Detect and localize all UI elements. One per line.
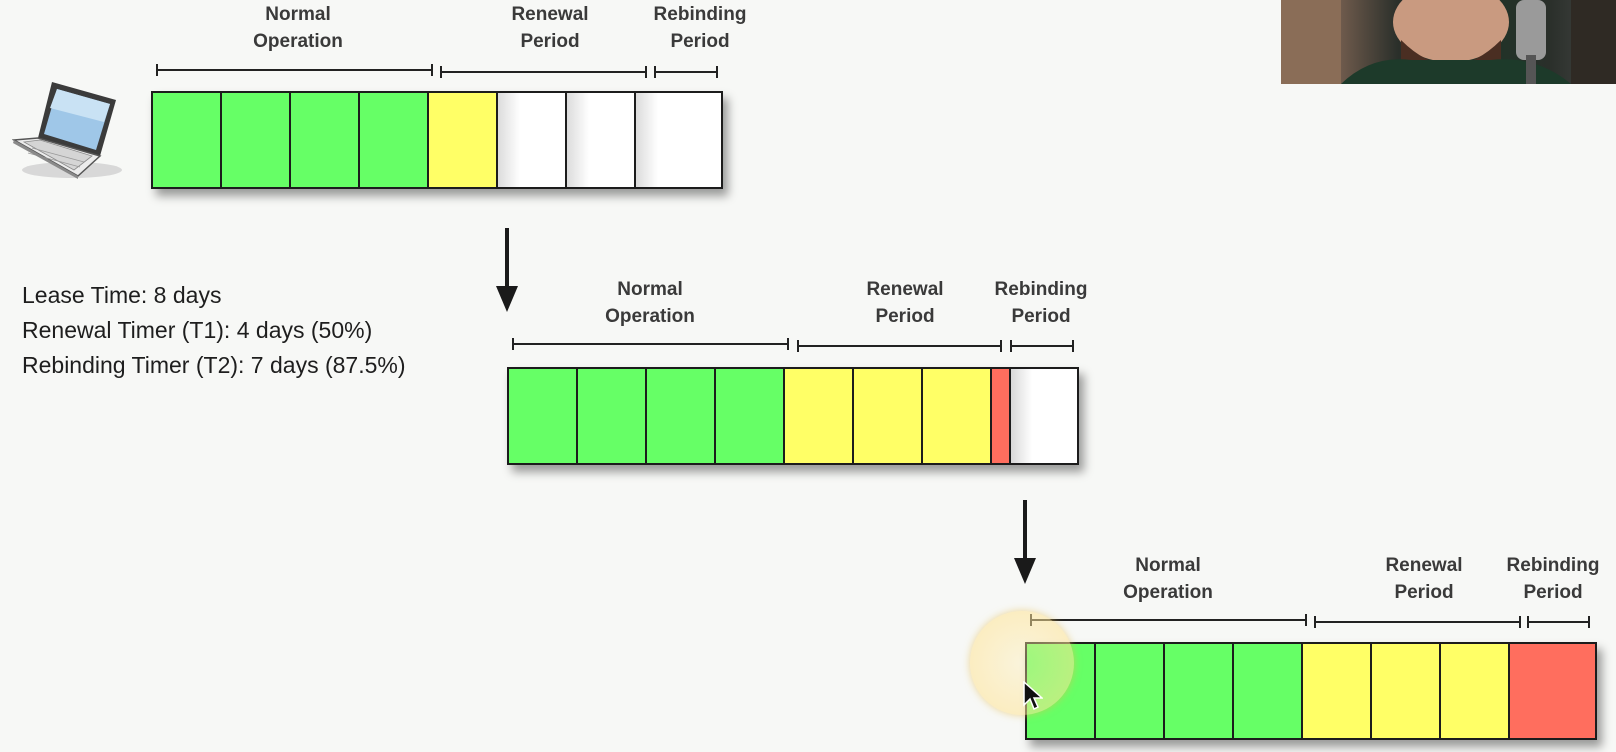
presenter-image [1281,0,1616,84]
renewal-timer-text: Renewal Timer (T1): 4 days (50%) [22,317,373,343]
lease-day-segment-white [498,93,567,187]
down-arrow-icon [496,228,518,312]
normal-operation-bracket [1030,614,1307,626]
webcam-overlay [1281,0,1616,84]
normal-operation-label: Normal Operation [1123,555,1213,603]
renewal-period-bracket [440,66,647,78]
cursor-highlight [970,611,1074,715]
lease-day-segment-yellow [1372,644,1441,738]
lease-day-segment-green [222,93,291,187]
rebinding-timer-text: Rebinding Timer (T2): 7 days (87.5%) [22,352,406,378]
renewal-period-label: Renewal Period [1385,555,1463,603]
lease-day-segment-green [1165,644,1234,738]
lease-day-segment-yellow [1441,644,1510,738]
lease-day-segment-yellow [854,369,923,463]
renewal-period-label: Renewal Period [866,279,944,327]
rebinding-period-label: Rebinding Period [653,4,747,52]
renewal-period-bracket [797,340,1002,352]
lease-day-segment-green [647,369,716,463]
lease-day-segment-expiring [992,369,1077,463]
lease-timer-info: Lease Time: 8 days Renewal Timer (T1): 4… [22,278,406,383]
lease-day-segment-green [509,369,578,463]
lease-day-segment-yellow [429,93,498,187]
renewal-period-label: Renewal Period [511,4,589,52]
lease-timeline-stage-1 [151,91,723,189]
normal-operation-bracket [156,64,433,76]
normal-operation-label: Normal Operation [253,4,343,52]
lease-day-segment-yellow [923,369,992,463]
rebinding-period-label: Rebinding Period [1506,555,1600,603]
normal-operation-bracket [512,338,789,350]
lease-day-segment-red [1510,644,1595,738]
lease-day-segment-white [636,93,721,187]
lease-day-segment-green [360,93,429,187]
lease-day-segment-green [1234,644,1303,738]
lease-day-segment-green [153,93,222,187]
rebinding-period-label: Rebinding Period [994,279,1088,327]
lease-day-segment-green [578,369,647,463]
lease-timeline-stage-2 [507,367,1079,465]
lease-day-segment-green [1096,644,1165,738]
rebinding-period-bracket [1527,616,1590,628]
lease-timeline-stage-3 [1025,642,1597,740]
lease-day-segment-yellow [785,369,854,463]
down-arrow-icon [1014,500,1036,584]
normal-operation-label: Normal Operation [605,279,695,327]
lease-day-segment-green [716,369,785,463]
lease-day-segment-green [291,93,360,187]
renewal-period-bracket [1314,616,1521,628]
laptop-icon [11,78,124,182]
rebinding-period-bracket [1010,340,1074,352]
rebinding-period-bracket [654,66,718,78]
lease-time-text: Lease Time: 8 days [22,282,222,308]
mouse-cursor-icon [1023,680,1044,716]
lease-day-segment-white [567,93,636,187]
lease-day-segment-yellow [1303,644,1372,738]
